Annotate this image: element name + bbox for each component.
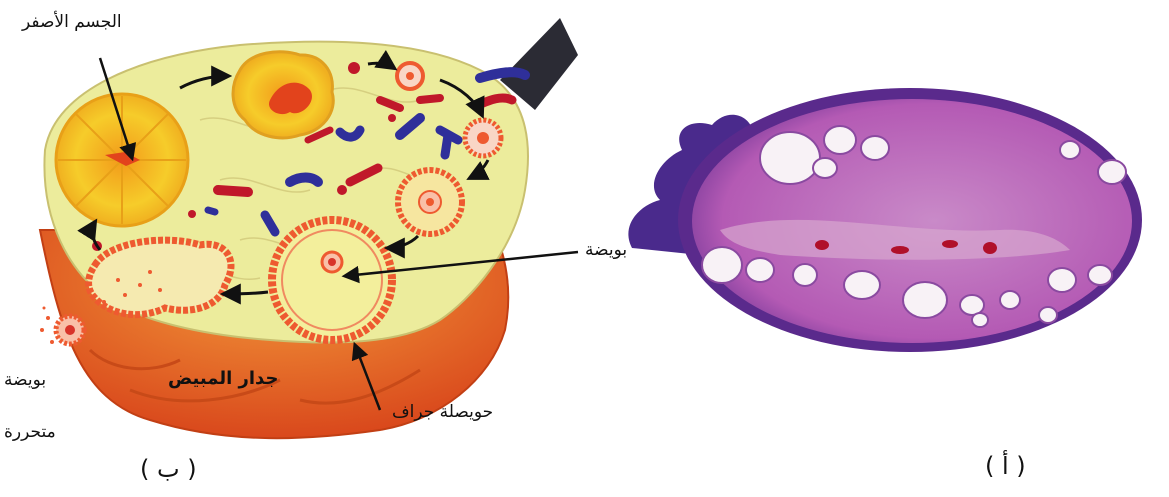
label-corpus-luteum: الجسم الأصفر	[22, 12, 122, 32]
ovary-diagram	[40, 18, 578, 438]
label-graafian-follicle: حويصلة جراف	[392, 402, 493, 422]
panel-label-b: ( ب )	[140, 455, 197, 483]
label-released-ovum-1: بويضة	[4, 370, 46, 390]
ovary-micrograph	[628, 88, 1142, 352]
label-ovary-wall: جدار المبيض	[168, 368, 278, 389]
label-ovum: بويضة	[585, 240, 627, 260]
corpus-luteum	[56, 94, 188, 226]
corpus-luteum-early	[233, 52, 333, 138]
graafian-follicle	[272, 220, 392, 340]
label-released-ovum-2: متحررة	[4, 422, 56, 442]
panel-label-a: ( أ )	[985, 452, 1026, 480]
